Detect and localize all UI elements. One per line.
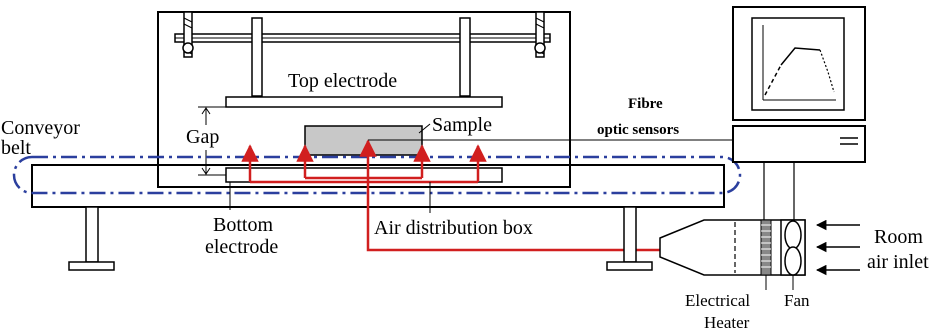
computer-base — [732, 125, 866, 163]
bottom-electrode-label: electrode — [205, 236, 278, 258]
bottom-electrode-label: Bottom — [213, 214, 273, 236]
air-distribution-box-label: Air distribution box — [374, 217, 533, 239]
monitor-icon — [732, 6, 866, 121]
oven-enclosure — [157, 11, 571, 188]
conveyor-belt-label: Conveyor — [1, 117, 80, 139]
left-bolt-icon — [182, 11, 194, 58]
gap-label: Gap — [186, 126, 219, 148]
right-bolt-icon — [534, 11, 546, 58]
air-distribution-box — [241, 139, 660, 252]
fibre-optic-label: Fibre — [628, 96, 663, 112]
top-rod — [174, 33, 551, 43]
right-electrode-support — [459, 17, 471, 97]
fan-icon — [780, 219, 806, 276]
room-air-inlet-label: air inlet — [867, 251, 929, 273]
fibre-optic-line — [418, 123, 431, 134]
right-leg — [606, 206, 653, 271]
conveyor-frame — [31, 164, 725, 208]
bottom-electrode-plate — [225, 167, 503, 183]
top-electrode-label: Top electrode — [288, 70, 397, 92]
sample-label: Sample — [432, 114, 492, 136]
room-air-inlet-label: Room — [874, 226, 923, 248]
electrical-heater-label: Heater — [704, 313, 750, 332]
conveyor-belt-label: belt — [1, 137, 31, 159]
gap-indicator — [198, 106, 226, 176]
electrical-heater-label: Electrical — [685, 291, 750, 310]
conveyor-belt — [12, 155, 742, 195]
electrical-heater-icon — [760, 219, 772, 276]
fibre-optic-label: optic sensors — [597, 122, 679, 138]
left-leg — [68, 206, 115, 271]
left-electrode-support — [251, 17, 263, 97]
fan-label: Fan — [784, 291, 810, 310]
top-electrode-plate — [225, 96, 503, 108]
